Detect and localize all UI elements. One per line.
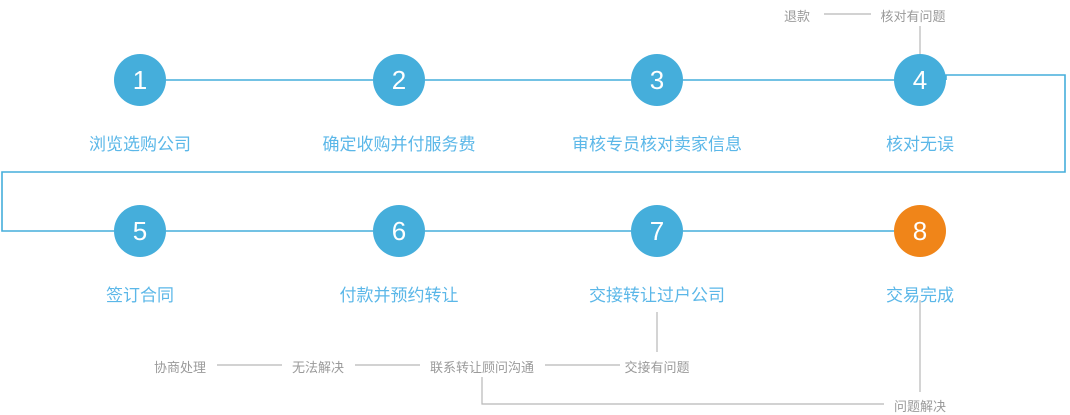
step-circle-6[interactable]: 6: [373, 205, 425, 257]
step-circle-4[interactable]: 4: [894, 54, 946, 106]
step-label-4: 核对无误: [886, 135, 954, 154]
step-circle-3[interactable]: 3: [631, 54, 683, 106]
annotation-problem-solved: 问题解决: [893, 399, 947, 414]
annotation-refund: 退款: [783, 9, 811, 24]
step-circle-5[interactable]: 5: [114, 205, 166, 257]
step-label-8: 交易完成: [886, 286, 954, 305]
annotation-line-advisor-to-problem-solved: [481, 377, 884, 405]
step-circle-7[interactable]: 7: [631, 205, 683, 257]
annotation-handover-problem: 交接有问题: [624, 360, 690, 375]
step-circle-8[interactable]: 8: [894, 205, 946, 257]
step-label-3: 审核专员核对卖家信息: [572, 135, 742, 154]
annotation-contact-advisor: 联系转让顾问沟通: [429, 360, 535, 375]
step-circle-1[interactable]: 1: [114, 54, 166, 106]
step-label-1: 浏览选购公司: [89, 135, 191, 154]
step-label-7: 交接转让过户公司: [589, 286, 725, 305]
step-label-5: 签订合同: [106, 286, 174, 305]
annotation-check-problem: 核对有问题: [880, 9, 946, 24]
step-label-6: 付款并预约转让: [339, 286, 459, 305]
annotation-unresolved: 无法解决: [291, 360, 345, 375]
step-circle-2[interactable]: 2: [373, 54, 425, 106]
annotation-negotiate: 协商处理: [153, 360, 207, 375]
step-label-2: 确定收购并付服务费: [322, 135, 476, 154]
